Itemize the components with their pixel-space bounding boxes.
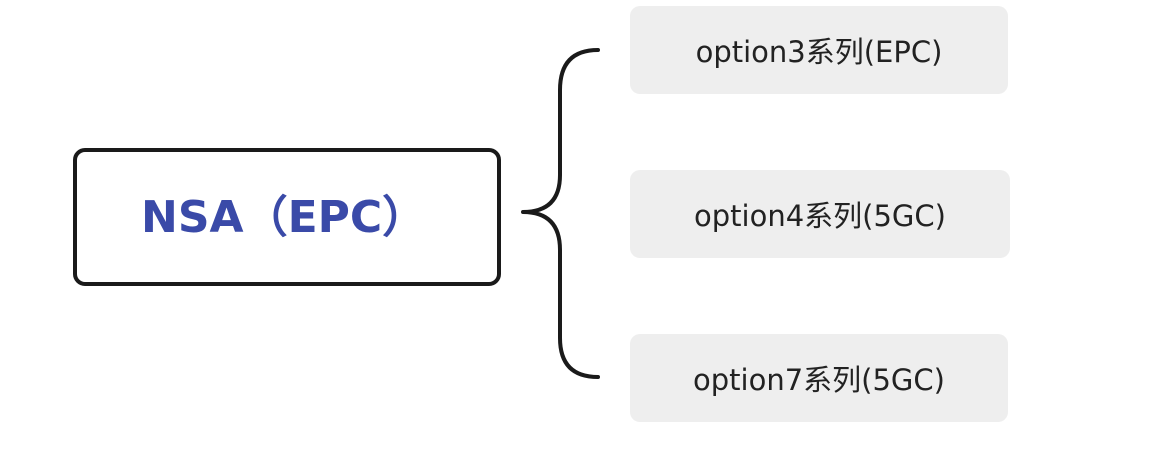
brace-path xyxy=(521,48,600,379)
child-label-option3: option3系列(EPC) xyxy=(695,35,943,69)
root-node: NSA（EPC） xyxy=(73,148,501,286)
child-node-option7: option7系列(5GC) xyxy=(630,334,1008,422)
child-label-option4: option4系列(5GC) xyxy=(694,199,946,233)
child-node-option4: option4系列(5GC) xyxy=(630,170,1010,258)
root-label: NSA（EPC） xyxy=(141,192,427,243)
child-label-option7: option7系列(5GC) xyxy=(693,363,945,397)
child-node-option3: option3系列(EPC) xyxy=(630,6,1008,94)
